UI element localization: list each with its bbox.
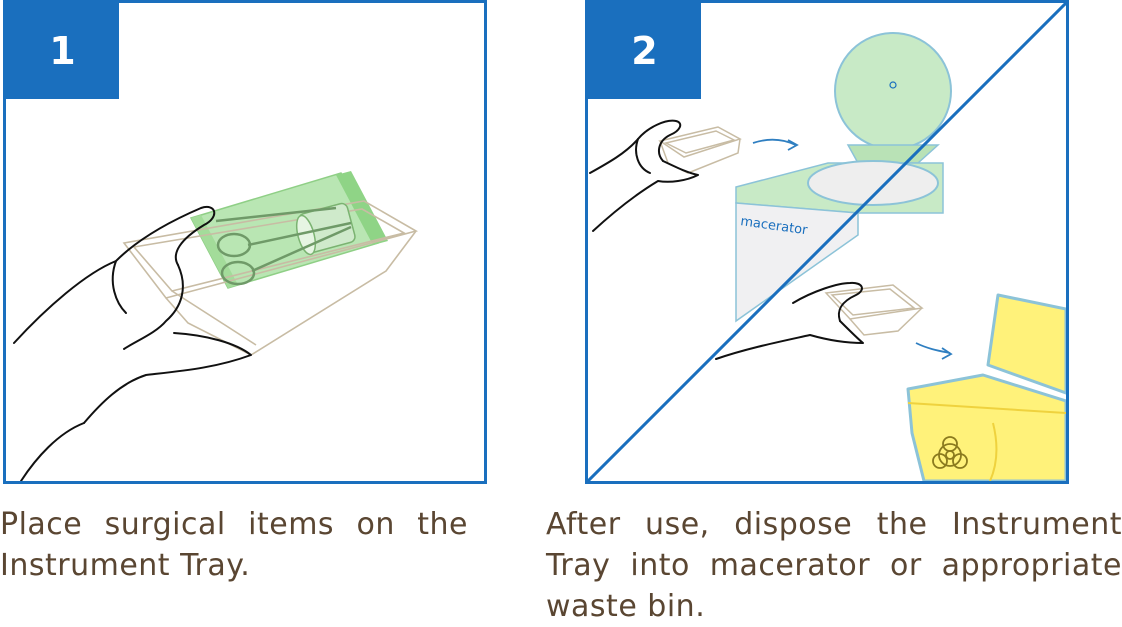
step-2-caption: After use, dispose the Instrument Tray i… [546,507,1122,624]
hand-icon [13,205,252,481]
hand-icon [715,281,864,360]
waste-bin-icon [906,293,1066,481]
step-2-number-badge: 2 [588,3,701,99]
macerator-icon: macerator [735,32,952,323]
instrument-tray-icon [824,284,924,336]
sterile-pouch-icon [189,171,388,289]
step-1-number-badge: 1 [6,3,119,99]
step-2-illustration: macerator [588,3,1066,481]
hand-icon [589,119,699,232]
biohazard-icon [932,436,968,469]
arrow-icon [752,138,799,151]
step-1-panel: 1 [3,0,487,484]
arrow-icon [915,342,953,360]
scissors-icon [215,206,352,286]
step-1-caption: Place surgical items on the Instrument T… [0,507,468,583]
step-2-panel: macerator [585,0,1069,484]
panel-divider [588,3,1066,481]
step-1-illustration [13,171,419,481]
